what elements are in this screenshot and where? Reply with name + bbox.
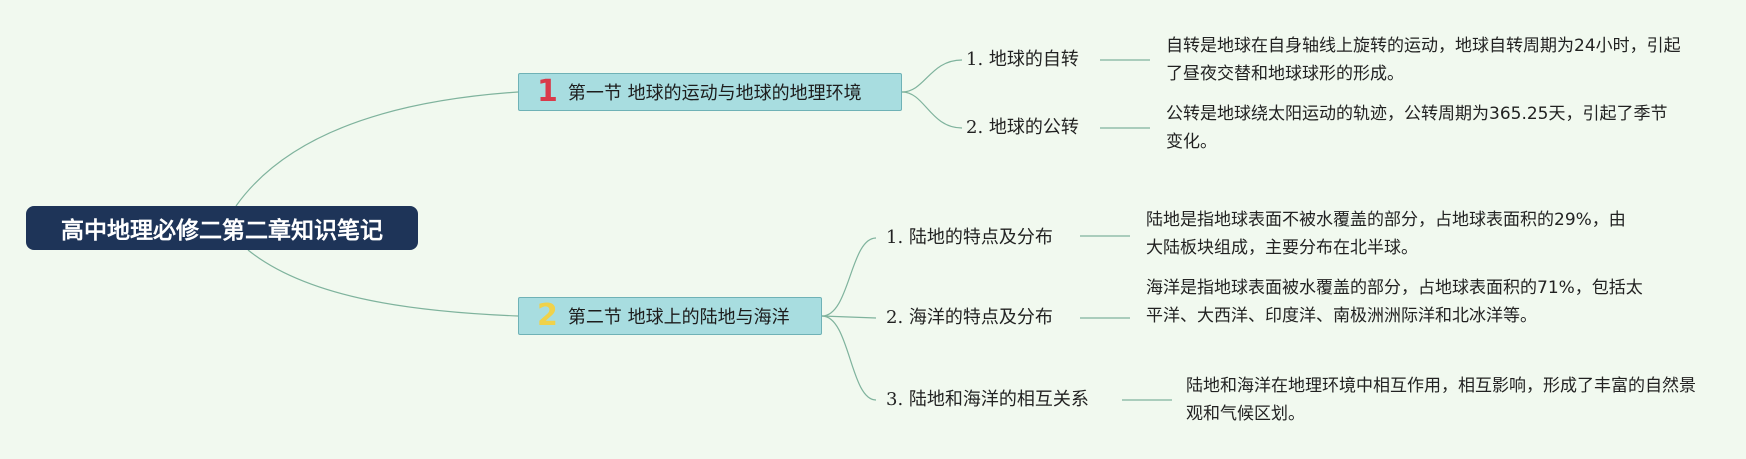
detail-text: 自转是地球在自身轴线上旋转的运动，地球自转周期为24小时，引起了昼夜交替和地球球… [1166, 36, 1681, 84]
topic-ocean-features[interactable]: 2. 海洋的特点及分布 [886, 306, 1053, 330]
section-node-2[interactable]: 2 第二节 地球上的陆地与海洋 [518, 297, 822, 335]
link-sec2-topic1 [821, 237, 877, 317]
topic-label: 3. 陆地和海洋的相互关系 [886, 389, 1089, 410]
section-number-badge-2: 2 [537, 298, 558, 333]
detail-earth-revolution: 公转是地球绕太阳运动的轨迹，公转周期为365.25天，引起了季节变化。 [1166, 100, 1671, 156]
topic-label: 2. 地球的公转 [966, 117, 1079, 138]
topic-land-ocean-relation[interactable]: 3. 陆地和海洋的相互关系 [886, 388, 1089, 412]
root-title: 高中地理必修二第二章知识笔记 [61, 218, 383, 244]
detail-earth-rotation: 自转是地球在自身轴线上旋转的运动，地球自转周期为24小时，引起了昼夜交替和地球球… [1166, 32, 1686, 88]
section-number-badge-1: 1 [537, 74, 558, 109]
detail-text: 陆地是指地球表面不被水覆盖的部分，占地球表面积的29%，由大陆板块组成，主要分布… [1146, 210, 1626, 258]
link-root-section-2 [247, 249, 519, 317]
detail-text: 陆地和海洋在地理环境中相互作用，相互影响，形成了丰富的自然景观和气候区划。 [1186, 376, 1696, 424]
topic-land-features[interactable]: 1. 陆地的特点及分布 [886, 226, 1053, 250]
section-node-1[interactable]: 1 第一节 地球的运动与地球的地理环境 [518, 73, 902, 111]
section-title-2: 第二节 地球上的陆地与海洋 [567, 307, 790, 328]
topic-earth-rotation[interactable]: 1. 地球的自转 [966, 48, 1079, 72]
topic-label: 1. 地球的自转 [966, 49, 1079, 70]
detail-ocean-features: 海洋是指地球表面被水覆盖的部分，占地球表面积的71%，包括太平洋、大西洋、印度洋… [1146, 274, 1646, 330]
link-sec2-topic2 [821, 315, 877, 319]
root-node[interactable]: 高中地理必修二第二章知识笔记 [26, 206, 418, 250]
topic-earth-revolution[interactable]: 2. 地球的公转 [966, 116, 1079, 140]
link-sec1-topic1 [901, 59, 963, 93]
link-sec1-topic2 [901, 91, 963, 129]
link-root-section-1 [235, 91, 519, 207]
detail-text: 海洋是指地球表面被水覆盖的部分，占地球表面积的71%，包括太平洋、大西洋、印度洋… [1146, 278, 1643, 326]
detail-land-ocean-relation: 陆地和海洋在地理环境中相互作用，相互影响，形成了丰富的自然景观和气候区划。 [1186, 372, 1696, 428]
topic-label: 2. 海洋的特点及分布 [886, 307, 1053, 328]
link-sec2-topic3 [821, 315, 877, 401]
section-title-1: 第一节 地球的运动与地球的地理环境 [567, 83, 862, 104]
topic-label: 1. 陆地的特点及分布 [886, 227, 1053, 248]
detail-land-features: 陆地是指地球表面不被水覆盖的部分，占地球表面积的29%，由大陆板块组成，主要分布… [1146, 206, 1636, 262]
detail-text: 公转是地球绕太阳运动的轨迹，公转周期为365.25天，引起了季节变化。 [1166, 104, 1668, 152]
